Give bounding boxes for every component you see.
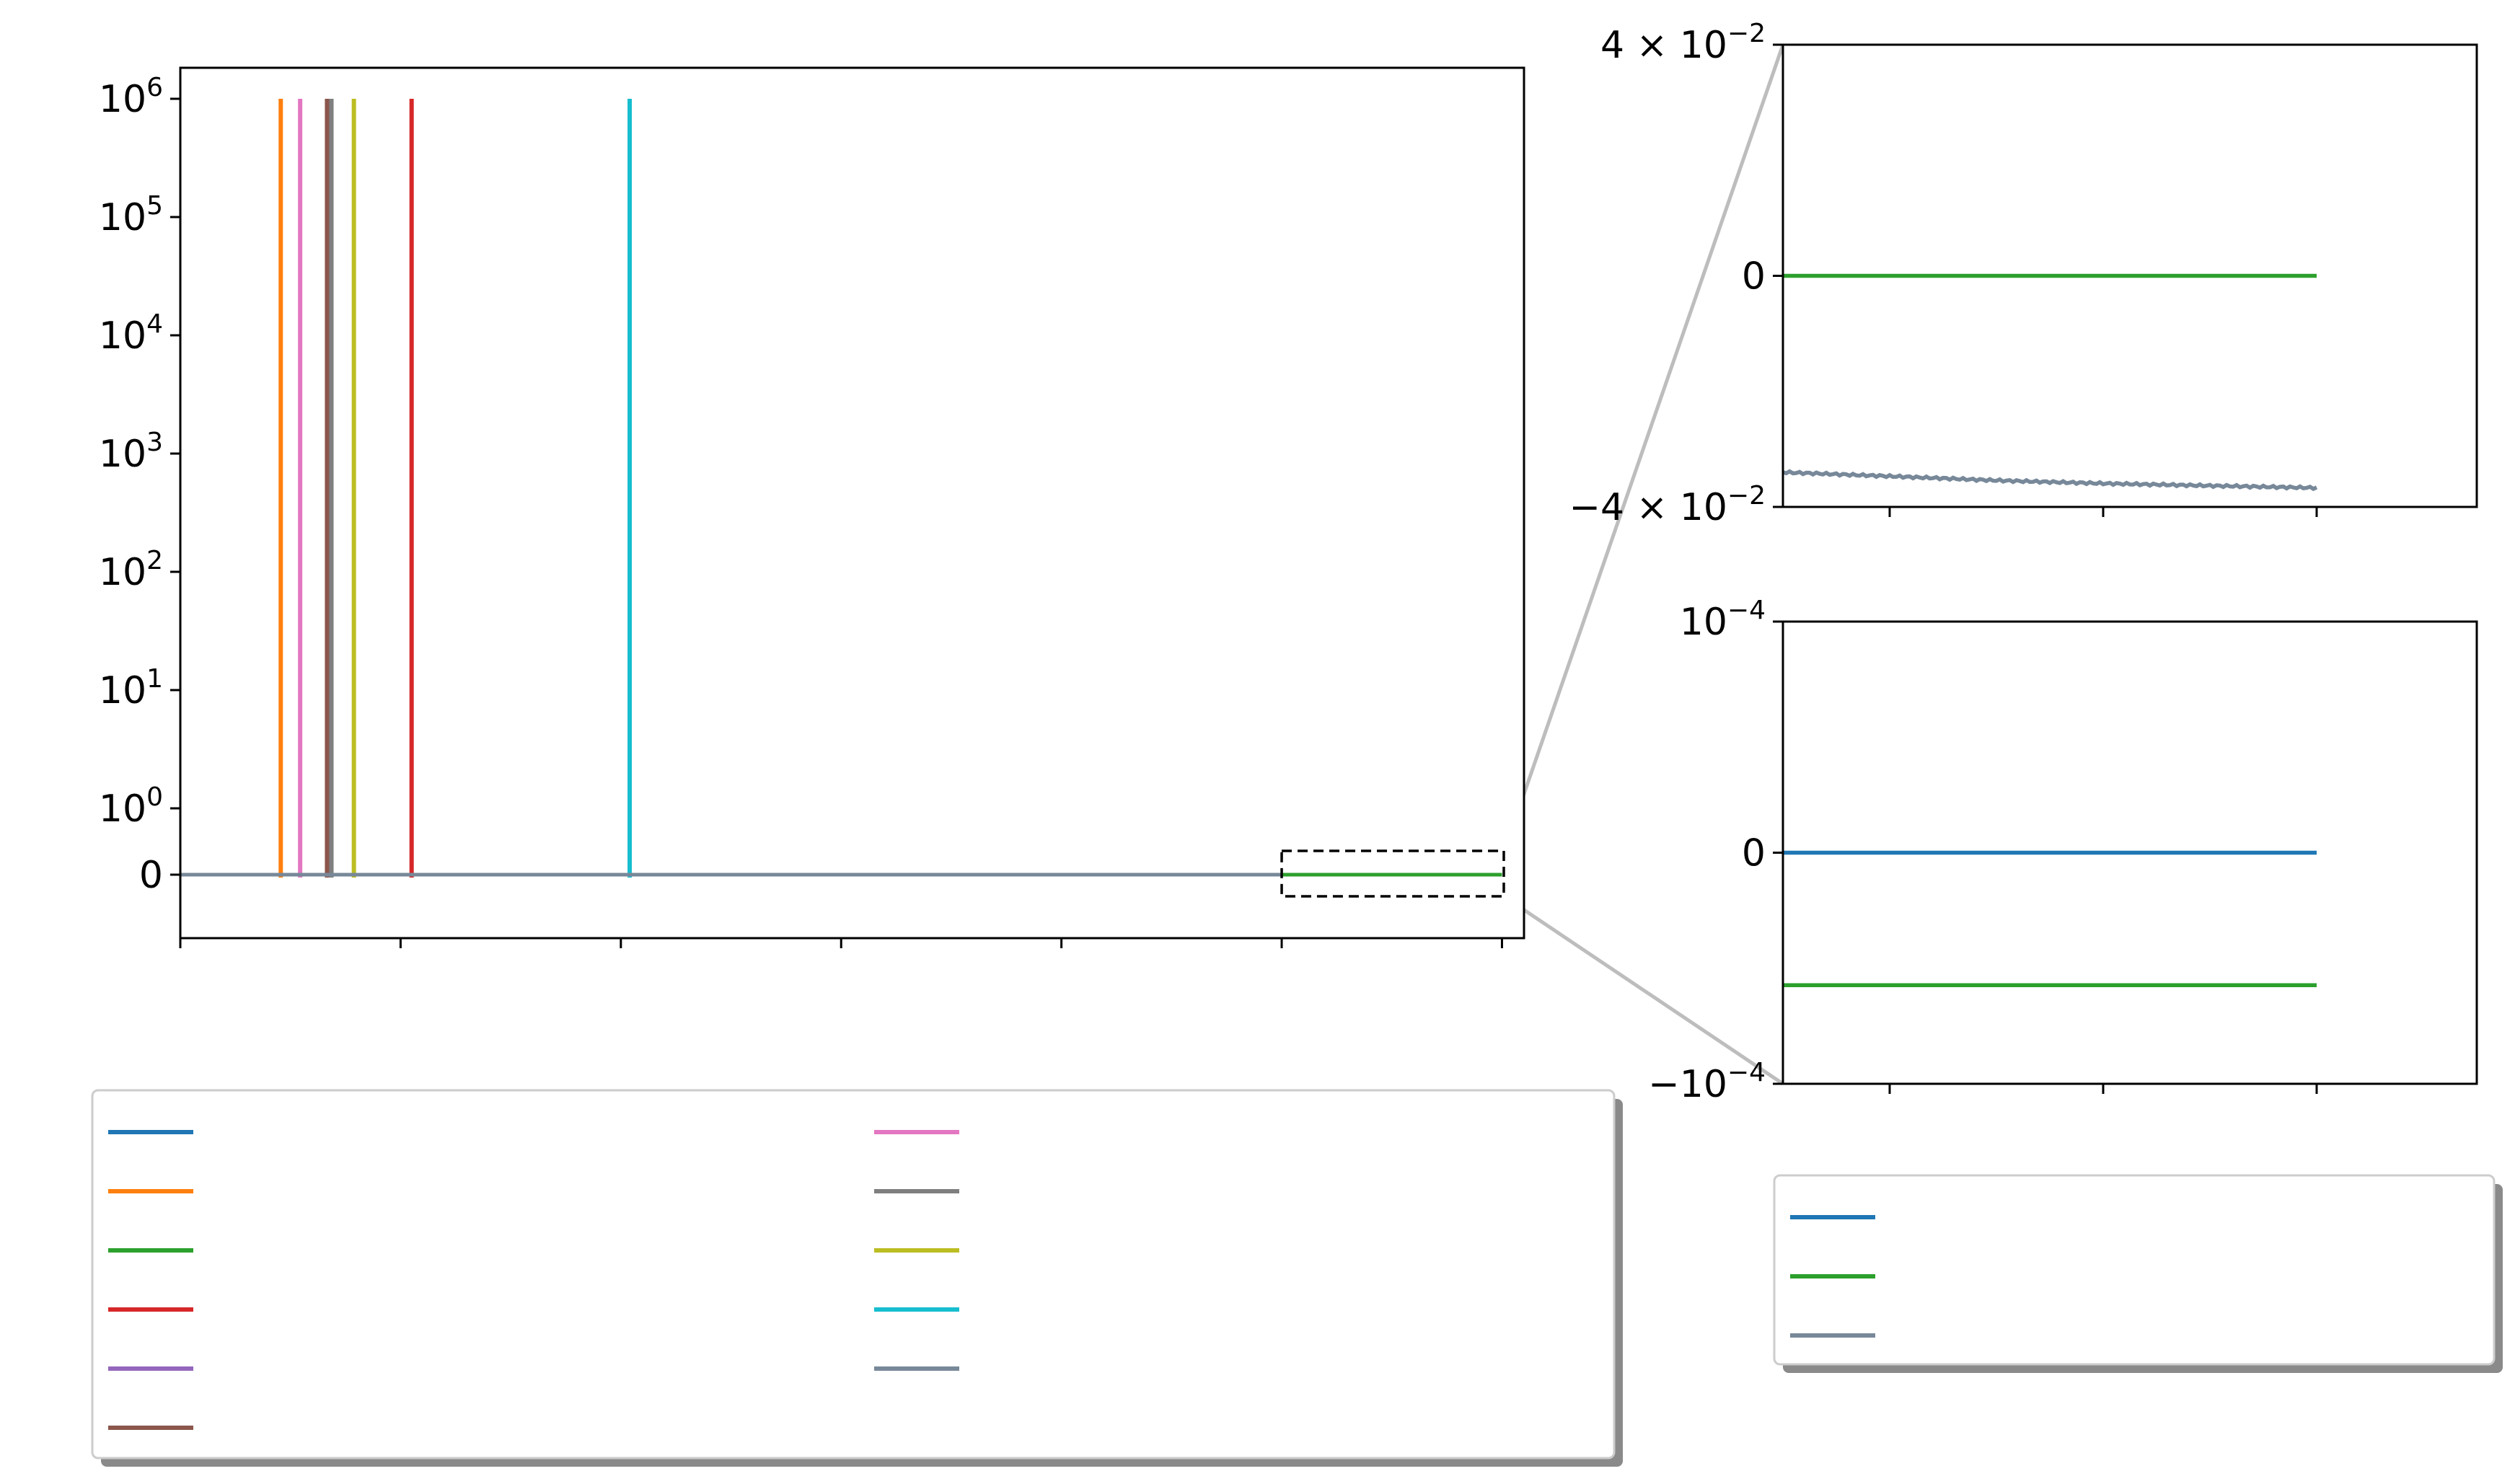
- main-legend: [91, 1089, 1623, 1467]
- y-tick-label-7: 106: [99, 73, 163, 121]
- y-tick-label-0-base: 0: [139, 854, 163, 897]
- y-tick-label-6: 105: [99, 191, 163, 239]
- y-tick-label-4-base: 10: [99, 433, 146, 476]
- y-tick-label-6-base: 10: [99, 196, 146, 239]
- y-tick-label-3: 102: [99, 546, 163, 594]
- connector-line-top: [1502, 44, 1785, 853]
- y-tick-label-3-base: 10: [99, 551, 146, 594]
- inset-top-y-tick-label-2-exponent: −2: [1727, 481, 1766, 511]
- y-tick-label-2: 101: [99, 664, 163, 712]
- inset-top-y-tick-label-0-exponent: −2: [1727, 19, 1766, 48]
- connector-line-bottom: [1502, 894, 1784, 1086]
- main-legend-frame: [91, 1089, 1616, 1459]
- y-tick-label-4-exponent: 3: [146, 428, 163, 457]
- inset-bottom-y-tick-label-1: 0: [1742, 832, 1766, 875]
- inset-bottom-y-tick-label-2-exponent: −4: [1727, 1058, 1766, 1087]
- inset-bottom-chart: 10−40−10−4: [1648, 596, 2478, 1106]
- y-tick-label-4: 103: [99, 428, 163, 476]
- inset-top-series-1: [1782, 469, 2318, 492]
- y-tick-label-5-exponent: 4: [146, 309, 163, 339]
- y-tick-label-0: 0: [139, 854, 163, 897]
- inset-top-y-tick-label-1-base: 0: [1742, 255, 1766, 299]
- inset-bottom-y-tick-label-0: 10−4: [1680, 596, 1766, 644]
- y-tick-label-1-base: 10: [99, 787, 146, 831]
- zoom-region-box: [1280, 849, 1505, 898]
- inset-top-y-tick-label-1: 0: [1742, 255, 1766, 299]
- y-tick-label-6-exponent: 5: [146, 191, 163, 221]
- inset-top-chart: 4 × 10−20−4 × 10−2: [1569, 19, 2478, 529]
- y-tick-label-2-base: 10: [99, 669, 146, 712]
- main-axes-frame: [179, 66, 1525, 940]
- y-tick-label-5: 104: [99, 309, 163, 358]
- y-tick-label-7-base: 10: [99, 78, 146, 121]
- inset-top-y-tick-label-2-base: −4 × 10: [1569, 486, 1727, 529]
- y-tick-label-3-exponent: 2: [146, 546, 163, 575]
- inset-legend-frame: [1773, 1174, 2496, 1366]
- y-tick-label-5-base: 10: [99, 314, 146, 358]
- inset-bottom-y-tick-label-1-base: 0: [1742, 832, 1766, 875]
- inset-legend: [1773, 1174, 2503, 1373]
- main-plot-background: [180, 68, 1524, 938]
- inset-bottom-y-tick-label-2: −10−4: [1648, 1058, 1766, 1106]
- inset-bottom-y-tick-label-2-base: −10: [1648, 1063, 1727, 1106]
- y-tick-label-2-exponent: 1: [146, 664, 163, 694]
- y-tick-label-1-exponent: 0: [146, 782, 163, 812]
- inset-bottom-y-tick-label-0-base: 10: [1680, 601, 1727, 644]
- y-tick-label-7-exponent: 6: [146, 73, 163, 102]
- inset-bottom-y-tick-label-0-exponent: −4: [1727, 596, 1766, 625]
- inset-top-y-tick-label-2: −4 × 10−2: [1569, 481, 1766, 529]
- y-tick-label-1: 100: [99, 782, 163, 831]
- zoom-connector-lines: [1502, 44, 1785, 1086]
- inset-top-y-tick-label-0: 4 × 10−2: [1600, 19, 1766, 67]
- inset-top-y-tick-label-0-base: 4 × 10: [1600, 24, 1727, 67]
